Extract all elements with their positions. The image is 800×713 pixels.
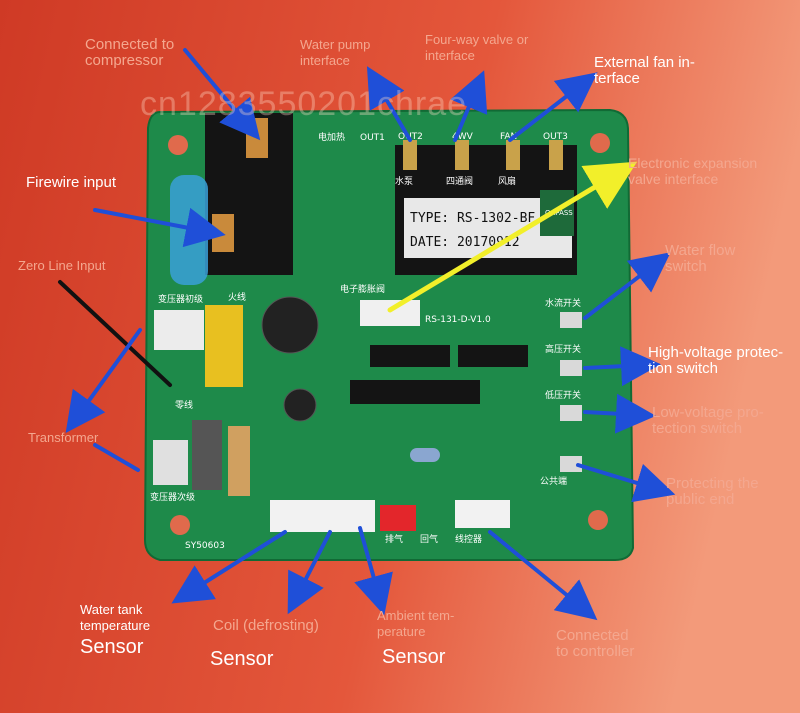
crystal	[410, 448, 440, 462]
type-text: TYPE: RS-1302-BF	[410, 211, 535, 226]
silkscreen: 电加热 OUT1 OUT2 4WV FAN OUT3 水泵 四通阀 风扇 火线 …	[150, 131, 581, 551]
arrow-ambient	[354, 526, 393, 616]
arrow-fan	[508, 72, 598, 142]
silk-out3: OUT3	[543, 132, 568, 142]
ic	[370, 345, 450, 367]
arrow-water-tank	[171, 530, 287, 604]
terminal-4wv	[455, 140, 469, 170]
label-four-way: Four-way valve or interface	[425, 32, 529, 63]
label-high-voltage: High-voltage protec- tion switch	[648, 344, 784, 377]
mount-hole	[590, 133, 610, 153]
label-water-pump: Water pump interface	[300, 37, 371, 68]
arrow-zero-line	[58, 280, 172, 387]
silk-transformer-secondary: 变压器次级	[150, 491, 195, 503]
ic	[350, 380, 480, 404]
label-water-tank: Water tank temperature	[80, 602, 151, 633]
silk-serial: SY50603	[185, 541, 225, 551]
label-low-voltage: Low-voltage pro- tection switch	[652, 404, 764, 437]
electrolytic-capacitor	[283, 388, 317, 422]
label-compressor: Connected to compressor	[85, 36, 175, 69]
silk-high-pressure: 高压开关	[545, 343, 581, 355]
power-resistor	[228, 426, 250, 496]
silk-common: 公共端	[540, 475, 567, 487]
arrow-controller	[488, 530, 598, 621]
arrow-eev	[387, 161, 638, 313]
label-transformer: Transformer	[28, 430, 99, 445]
silk-four-way-valve: 四通阀	[446, 176, 473, 187]
arrow-four-way	[450, 70, 488, 142]
arrow-transformer-down	[93, 443, 140, 472]
eev-connector	[360, 300, 420, 326]
silk-fan: FAN	[500, 132, 517, 142]
silk-water-pump: 水泵	[395, 175, 413, 187]
arrow-compressor	[183, 48, 261, 141]
silk-wire-controller: 线控器	[455, 533, 482, 545]
silk-fan-cn: 风扇	[498, 175, 516, 187]
transformer-secondary-connector	[153, 440, 188, 485]
relay-terminal	[246, 118, 268, 158]
callout-arrows	[58, 48, 676, 621]
mount-hole	[170, 515, 190, 535]
silk-water-flow: 水流开关	[545, 297, 581, 309]
silk-4wv: 4WV	[452, 132, 474, 142]
sensor-label: Sensor	[210, 648, 274, 670]
silk-eev: 电子膨胀阀	[340, 283, 385, 295]
terminal-flow	[560, 312, 582, 328]
resistors	[192, 420, 222, 490]
arrow-transformer-up	[65, 328, 142, 433]
electrolytic-capacitor	[261, 296, 319, 354]
capacitor-yellow	[205, 305, 243, 387]
arrow-water-flow	[583, 252, 671, 320]
mount-hole	[588, 510, 608, 530]
relay-terminal	[212, 214, 234, 252]
silk-electric-heat: 电加热	[318, 131, 345, 143]
transformer-primary-connector	[154, 310, 204, 350]
silk-return: 回气	[420, 533, 438, 545]
terminal-com	[560, 456, 582, 472]
silk-zero-line: 零线	[175, 399, 193, 411]
silk-model: RS-131-D-V1.0	[425, 315, 491, 325]
exhaust-connector	[380, 505, 416, 531]
sensor-label: Sensor	[80, 636, 144, 658]
label-public-end: Protecting the public end	[666, 475, 759, 508]
mount-hole	[168, 135, 188, 155]
arrow-public-end	[576, 463, 676, 503]
terminal-fan	[506, 140, 520, 170]
silk-transformer-primary: 变压器初级	[158, 293, 203, 305]
silk-low-pressure: 低压开关	[545, 389, 581, 401]
terminal-high	[560, 360, 582, 376]
sensor-label: Sensor	[382, 646, 446, 668]
arrow-low-voltage	[583, 393, 656, 434]
arrow-coil	[287, 530, 332, 615]
arrow-water-pump	[366, 66, 412, 142]
label-controller: Connected to controller	[556, 627, 635, 660]
label-ambient: Ambient tem- perature	[377, 608, 455, 639]
label-coil: Coil (defrosting)	[213, 617, 319, 634]
label-zero-line: Zero Line Input	[18, 258, 106, 273]
ic	[458, 345, 528, 367]
sensor-connector	[270, 500, 375, 532]
arrow-firewire	[93, 207, 226, 248]
label-firewire: Firewire input	[26, 174, 117, 191]
label-water-flow: Water flow switch	[665, 242, 736, 275]
pass-text: QAPASS	[545, 209, 573, 217]
controller-connector	[455, 500, 510, 528]
pass-sticker	[540, 190, 574, 236]
silk-exhaust: 排气	[385, 533, 403, 545]
watermark: cn1283550201chrae	[140, 85, 468, 123]
label-external-fan: External fan in- terface	[594, 54, 695, 87]
pcb-board	[143, 108, 635, 561]
silk-fire-line: 火线	[228, 291, 246, 303]
label-eev: Electronic expansion valve interface	[628, 155, 758, 187]
silk-out1: OUT1	[360, 133, 385, 143]
terminal-out2	[403, 140, 417, 170]
terminal-low	[560, 405, 582, 421]
terminal-out3	[549, 140, 563, 170]
arrow-high-voltage	[583, 346, 661, 387]
